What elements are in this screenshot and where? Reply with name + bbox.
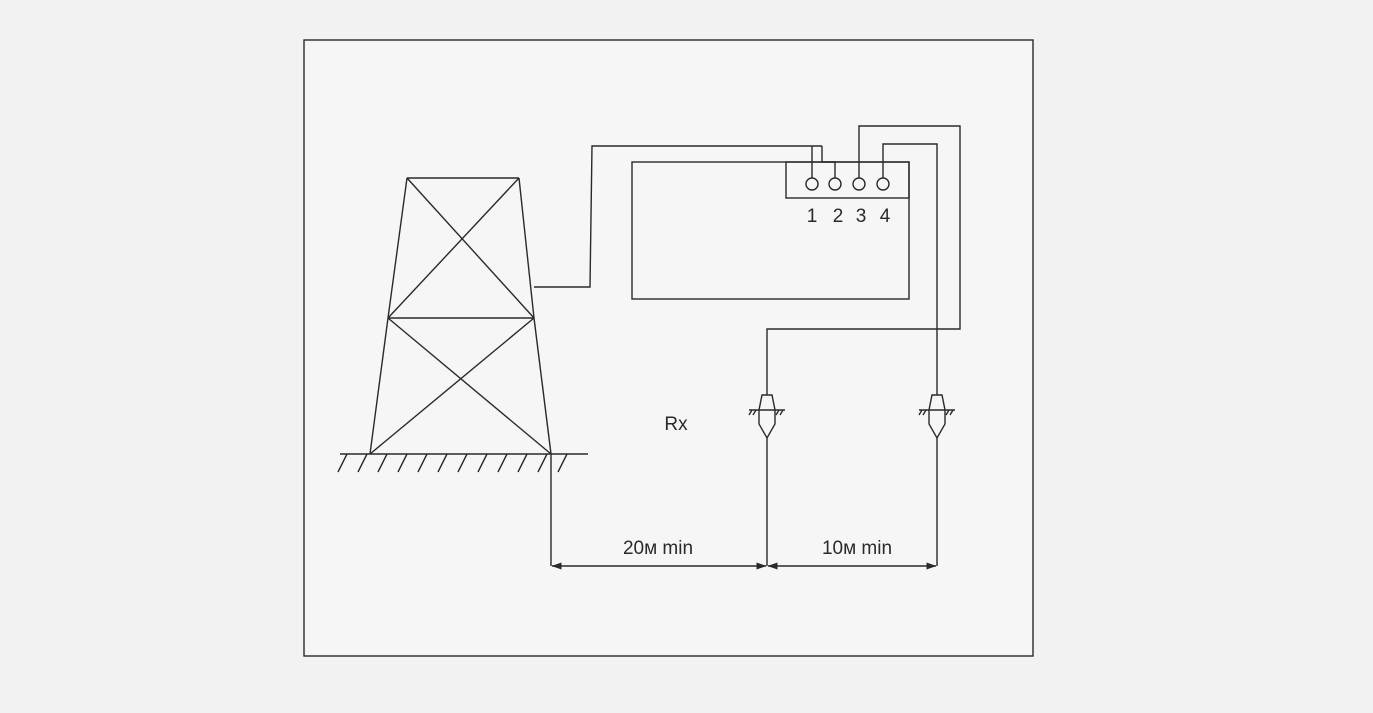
terminal-block <box>785 161 910 199</box>
ground-probe-2 <box>918 394 955 440</box>
rx-label: Rx <box>664 414 688 435</box>
tower <box>369 177 552 455</box>
wire-terminal-4 <box>882 143 938 395</box>
wire-terminal-3 <box>766 125 961 395</box>
instrument-body <box>631 161 910 300</box>
terminal-label-2: 2 <box>833 206 844 227</box>
ground-line <box>337 453 588 473</box>
terminal-label-1: 1 <box>807 206 818 227</box>
terminal-label-4: 4 <box>880 206 891 227</box>
distance-label-20m: 20м min <box>623 538 693 559</box>
diagram-frame <box>303 39 1034 657</box>
terminal-label-3: 3 <box>856 206 867 227</box>
distance-label-10m: 10м min <box>822 538 892 559</box>
wire-tower <box>534 145 836 288</box>
ground-probe-1 <box>748 394 785 440</box>
